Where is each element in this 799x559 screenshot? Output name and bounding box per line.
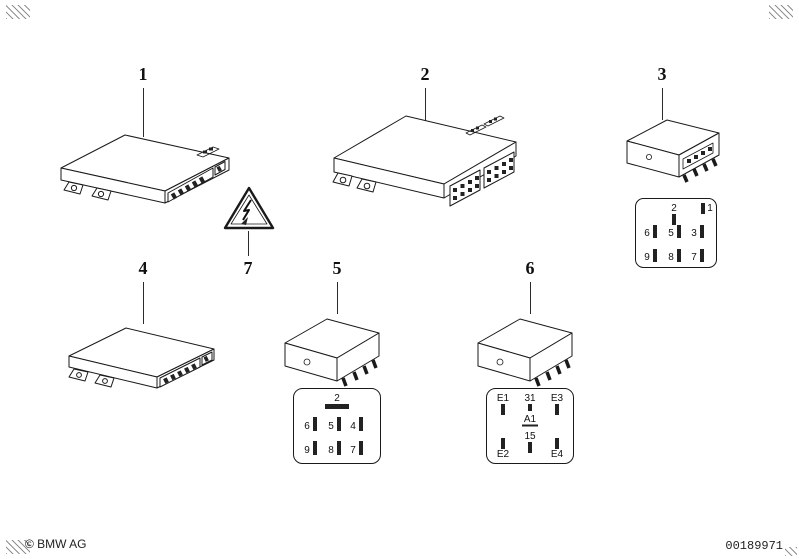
mounting-flange (332, 172, 377, 193)
leader-line-3 (662, 88, 663, 120)
relay-body (284, 318, 380, 382)
mounting-flange (63, 181, 112, 201)
leader-line-6 (530, 282, 531, 314)
callout-7[interactable]: 7 (243, 258, 253, 278)
ecu-connector (159, 351, 213, 388)
relay-blade-pins (341, 359, 378, 387)
pin-label: E4 (551, 449, 564, 460)
pin-label: 2 (671, 203, 677, 214)
pin-label: 7 (691, 252, 697, 263)
mounting-flange (68, 368, 115, 388)
control-unit-4-drawing (68, 327, 215, 389)
pin-label: 9 (304, 445, 310, 456)
callout-4[interactable]: 4 (138, 258, 148, 278)
relay-terminal-panel (682, 142, 714, 170)
corner-hatch-icon (6, 540, 30, 554)
control-unit-2-drawing (332, 115, 517, 207)
ecu-connector (167, 161, 226, 203)
pin-diagram-5: 2 6 5 4 9 8 7 (293, 388, 381, 464)
corner-hatch-icon (769, 5, 793, 19)
pin-label: 6 (644, 228, 650, 239)
pin-label: 8 (328, 445, 334, 456)
callout-5[interactable]: 5 (332, 258, 342, 278)
leader-line-5 (337, 282, 338, 314)
ecu-top-detail (196, 146, 220, 158)
pin-label: 1 (707, 203, 713, 214)
relay-blade-pins (534, 359, 571, 387)
pin-label: 31 (524, 393, 536, 404)
relay-6-drawing (477, 318, 573, 387)
callout-3[interactable]: 3 (657, 64, 667, 84)
pin-label: 6 (304, 421, 310, 432)
callout-6[interactable]: 6 (525, 258, 535, 278)
pin-label: 4 (350, 421, 356, 432)
control-unit-1-drawing (60, 134, 230, 204)
pin-label: E2 (497, 449, 510, 460)
pin-diagram-3: 2 1 6 5 3 9 8 7 (635, 198, 717, 268)
ecu-connector-block-1 (449, 169, 481, 207)
copyright-text: © BMW AG (25, 537, 87, 551)
relay-blade-pins (682, 158, 718, 183)
corner-hatch-icon (785, 547, 797, 556)
ecu-body (60, 134, 230, 204)
pin-label: 8 (668, 252, 674, 263)
callout-1[interactable]: 1 (138, 64, 148, 84)
ecu-body (68, 327, 215, 389)
ecu-connector-block-2 (483, 151, 515, 189)
pin-label: 3 (691, 228, 697, 239)
ecu-top-detail (465, 115, 505, 136)
pin-label: 9 (644, 252, 650, 263)
callout-2[interactable]: 2 (420, 64, 430, 84)
relay-5-drawing (284, 318, 380, 387)
pin-label: 7 (350, 445, 356, 456)
pin-label: A1 (524, 414, 537, 425)
pin-label: E1 (497, 393, 510, 404)
document-number: 00189971 (725, 539, 783, 553)
leader-line-7 (248, 231, 249, 256)
leader-line-4 (143, 282, 144, 324)
pin-label: E3 (551, 393, 564, 404)
pin-label: 15 (524, 431, 536, 442)
lightning-bolt-icon (241, 199, 252, 225)
pin-diagram-6: E1 31 E3 A1 15 E2 E4 (486, 388, 574, 464)
pin-label: 5 (328, 421, 334, 432)
pin-label: 5 (668, 228, 674, 239)
leader-line-2 (425, 88, 426, 121)
relay-body (477, 318, 573, 382)
leader-line-1 (143, 88, 144, 137)
corner-hatch-icon (6, 5, 30, 19)
pin-label: 2 (334, 393, 340, 404)
warning-triangle-icon (223, 186, 275, 230)
relay-3-drawing (626, 119, 720, 183)
